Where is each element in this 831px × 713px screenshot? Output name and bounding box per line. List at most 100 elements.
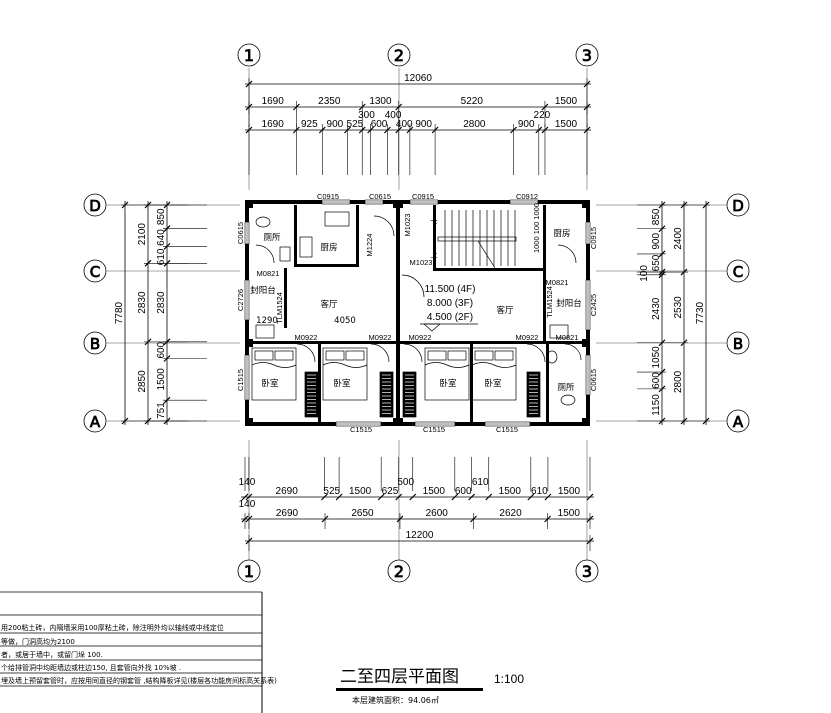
dimension-text: 500 xyxy=(397,477,414,488)
pillow xyxy=(494,350,514,361)
axis-label: D xyxy=(89,197,101,215)
dimension-text: 140 xyxy=(239,499,256,510)
washing-machine xyxy=(255,324,275,339)
door-swing xyxy=(255,244,275,264)
dimension-text: 1690 xyxy=(262,119,285,130)
axis-label: 1 xyxy=(244,46,254,65)
wardrobe xyxy=(526,371,541,418)
dimension-text: 2800 xyxy=(463,119,486,130)
axis-bubble xyxy=(83,259,107,283)
door-swing xyxy=(557,244,577,264)
opening-label: C0615 xyxy=(589,369,598,391)
wall xyxy=(294,264,356,267)
dimension-text: 2400 xyxy=(673,227,684,250)
wall xyxy=(284,268,287,328)
opening-label: C0915 xyxy=(589,227,598,249)
wall xyxy=(356,205,359,267)
dimension-tick xyxy=(409,493,417,501)
dimension-text: 2350 xyxy=(318,96,341,107)
opening-label: TLM1524 xyxy=(275,292,284,324)
dimension-text: 2650 xyxy=(351,508,374,519)
elevation-label: 11.500 (4F) xyxy=(425,284,476,295)
wall xyxy=(245,339,253,347)
dimension-text: 7730 xyxy=(695,301,706,324)
area-note: 本层建筑面积：94.06㎡ xyxy=(352,695,439,705)
dimension-text: 610 xyxy=(156,248,167,265)
opening-label: C1515 xyxy=(496,425,518,434)
washbasin xyxy=(279,246,291,262)
dimension-text: 751 xyxy=(156,402,167,419)
dimension-tick xyxy=(335,493,343,501)
opening-label: M1023 xyxy=(410,258,433,267)
dimension-text: 5220 xyxy=(461,96,484,107)
opening-label: 下 xyxy=(430,219,438,228)
room-label: 客厅 xyxy=(496,305,514,316)
toilet xyxy=(560,394,576,406)
opening-label: C0915 xyxy=(412,192,434,201)
kitchen-stove xyxy=(299,236,313,258)
title-block: 二至四层平面图 1:100 本层建筑面积：94.06㎡ xyxy=(336,667,524,705)
dimension-text: 2690 xyxy=(276,486,299,497)
dimension-text: 100 xyxy=(639,265,650,282)
axis-bubble xyxy=(726,193,750,217)
dimension-text: 300 xyxy=(358,110,375,121)
dimension-text: 2850 xyxy=(137,370,148,393)
drawing-title: 二至四层平面图 xyxy=(340,667,459,687)
door-swing xyxy=(401,274,425,298)
elevation-label: 4.500 (2F) xyxy=(427,312,473,323)
dimension-text: 525 xyxy=(323,486,340,497)
opening-label: M1224 xyxy=(365,234,374,257)
axis-label: 3 xyxy=(582,562,592,581)
dimension-tick xyxy=(377,493,385,501)
axis-label: C xyxy=(90,263,100,281)
washbasin xyxy=(546,350,558,364)
pillow xyxy=(447,350,467,361)
wall xyxy=(318,341,321,422)
door-swing xyxy=(403,343,423,363)
pillow xyxy=(274,350,294,361)
pillow xyxy=(345,350,365,361)
door-swing xyxy=(564,343,582,361)
wall xyxy=(393,200,403,208)
opening-label: C0915 xyxy=(317,192,339,201)
dimension-text: 1500 xyxy=(558,508,581,519)
wall xyxy=(470,341,473,422)
note-text: 埋及墙上预留套管时，应按用同直径的钢套管 ,结构降板详见(楼层各功能房间标高关系… xyxy=(1,676,277,685)
pillow xyxy=(427,350,447,361)
wall xyxy=(245,200,253,208)
wall xyxy=(396,200,400,426)
axis-label: C xyxy=(733,263,743,281)
opening-label: C0615 xyxy=(236,222,245,244)
dimension-text: 1300 xyxy=(369,96,392,107)
opening-label: C0615 xyxy=(369,192,391,201)
dimension-text: 610 xyxy=(531,486,548,497)
dimension-text: 2600 xyxy=(426,508,449,519)
opening-label: M0922 xyxy=(369,333,392,342)
axis-bubble xyxy=(237,43,261,67)
dimension-tick xyxy=(544,493,552,501)
dimension-text: 400 xyxy=(385,110,402,121)
wall xyxy=(433,268,543,271)
stair-handrail xyxy=(437,236,517,242)
axis-label: B xyxy=(733,335,743,353)
opening-label: 1000 100 1000 xyxy=(532,203,541,253)
opening-label: M0922 xyxy=(409,333,432,342)
room-label: 卧室 xyxy=(333,378,351,389)
dimension-text: 1500 xyxy=(423,486,446,497)
opening-label: M0922 xyxy=(516,333,539,342)
blanket-edge xyxy=(471,362,517,368)
axis-bubble xyxy=(575,43,599,67)
kitchen-sink xyxy=(324,211,350,227)
wardrobe xyxy=(379,371,394,418)
opening-label: C2425 xyxy=(589,294,598,316)
dimension-tick xyxy=(468,493,476,501)
dimension-text: 1500 xyxy=(558,486,581,497)
room-label: 厕所 xyxy=(263,232,281,243)
dimension-text: 850 xyxy=(156,208,167,225)
dimension-text: 2430 xyxy=(651,297,662,320)
dimension-text: 1500 xyxy=(349,486,372,497)
dimension-text: 1500 xyxy=(555,96,578,107)
wall xyxy=(433,205,436,270)
door-swing xyxy=(526,343,546,363)
dimension-text: 900 xyxy=(651,233,662,250)
